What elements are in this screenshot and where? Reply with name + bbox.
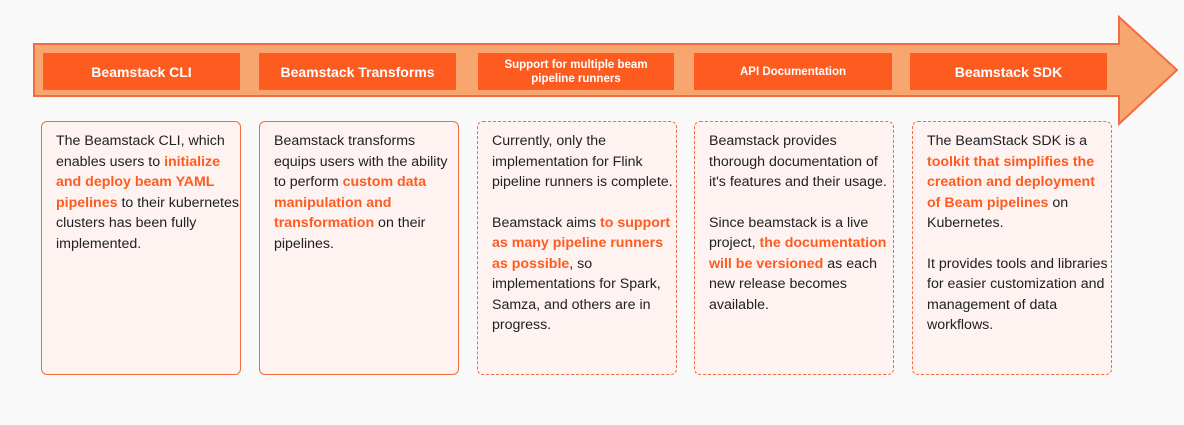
card-paragraph: The BeamStack SDK is a toolkit that simp… <box>927 131 1111 234</box>
card-paragraph: Currently, only the implementation for F… <box>492 131 676 193</box>
stage-beamstack-transforms: Beamstack Transforms <box>259 53 456 90</box>
card-text: on Kubernetes. <box>927 194 1069 232</box>
card-paragraph: The Beamstack CLI, which enables users t… <box>56 131 240 254</box>
card-text: It provides tools and libraries for easi… <box>927 255 1108 334</box>
stage-api-documentation: API Documentation <box>694 53 892 90</box>
card-api-documentation: Beamstack provides thorough documentatio… <box>694 121 894 375</box>
card-text: on their pipelines. <box>274 215 426 252</box>
card-text: Beamstack transforms equips users with t… <box>274 133 448 190</box>
stage-beamstack-sdk: Beamstack SDK <box>910 53 1107 90</box>
highlighted-text: toolkit that simplifies the creation and… <box>927 153 1095 211</box>
card-multiple-runners: Currently, only the implementation for F… <box>477 121 677 375</box>
highlighted-text: to support as many pipeline runners as p… <box>492 214 671 272</box>
card-text: , so implementations for Spark, Samza, a… <box>492 255 661 334</box>
highlighted-text: the documentation will be versioned <box>709 235 887 272</box>
stage-label: Support for multiple beam pipeline runne… <box>504 58 648 85</box>
highlighted-text: initialize and deploy beam YAML pipeline… <box>56 153 221 211</box>
card-paragraph: Beamstack transforms equips users with t… <box>274 131 458 254</box>
highlighted-text: custom data manipulation and transformat… <box>274 174 427 231</box>
card-text: The Beamstack CLI, which enables users t… <box>56 133 225 170</box>
stage-label: Beamstack Transforms <box>280 63 435 80</box>
stage-label: API Documentation <box>739 65 847 78</box>
stage-beamstack-cli: Beamstack CLI <box>43 53 240 90</box>
card-beamstack-transforms: Beamstack transforms equips users with t… <box>259 121 459 375</box>
card-text: as each new release becomes available. <box>709 255 877 313</box>
card-text: The BeamStack SDK is a <box>927 133 1088 149</box>
card-paragraph: Beamstack provides thorough documentatio… <box>709 131 893 193</box>
card-paragraph: Beamstack aims to support as many pipeli… <box>492 213 676 336</box>
card-paragraph: It provides tools and libraries for easi… <box>927 254 1111 336</box>
card-text: Currently, only the implementation for F… <box>492 133 673 190</box>
card-text: Beamstack provides thorough documentatio… <box>709 133 887 190</box>
card-text: Beamstack aims <box>492 214 601 231</box>
card-beamstack-cli: The Beamstack CLI, which enables users t… <box>41 121 241 375</box>
card-text: to their kubernetes clusters has been fu… <box>56 194 239 252</box>
card-beamstack-sdk: The BeamStack SDK is a toolkit that simp… <box>912 121 1112 375</box>
stage-label: Beamstack CLI <box>91 63 192 80</box>
stage-label: Beamstack SDK <box>954 63 1063 80</box>
stage-multiple-runners: Support for multiple beam pipeline runne… <box>478 53 674 90</box>
card-text: Since beamstack is a live project, <box>709 214 869 252</box>
card-paragraph: Since beamstack is a live project, the d… <box>709 213 893 316</box>
